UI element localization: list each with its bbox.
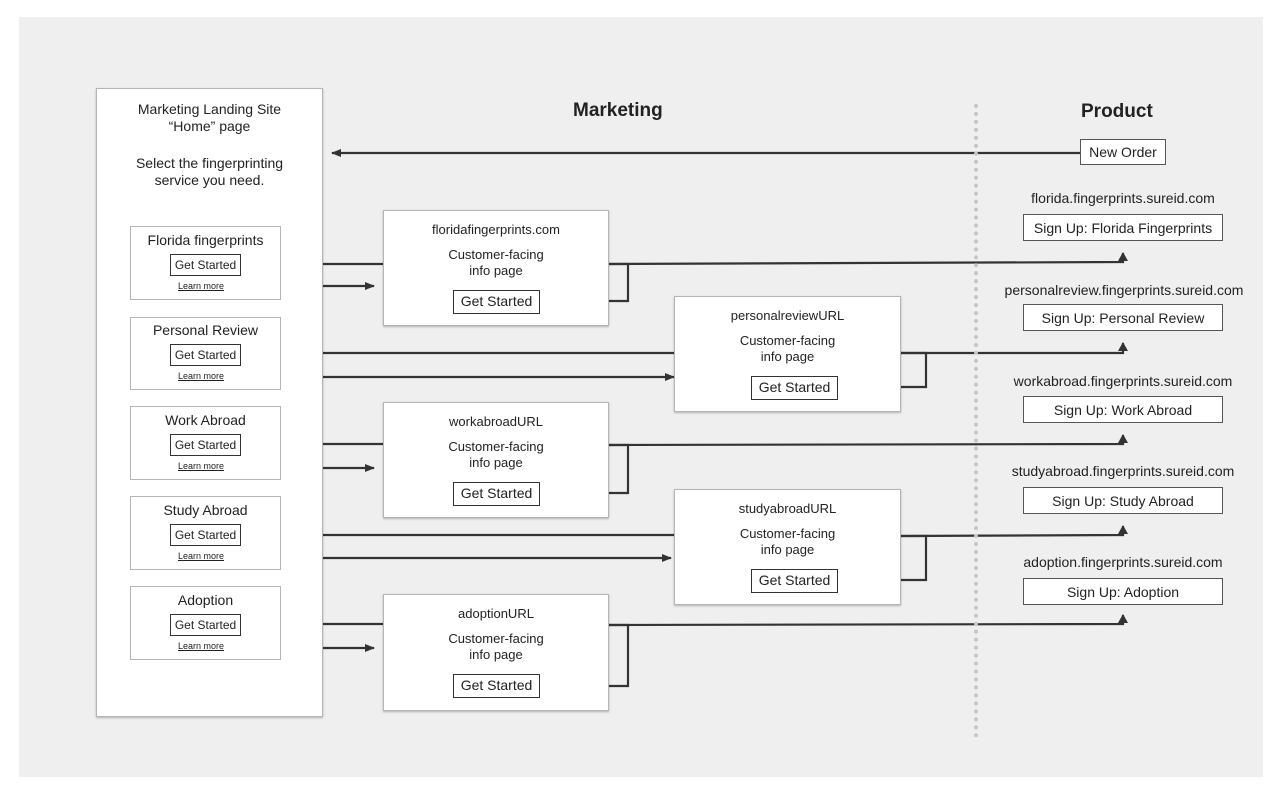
info-page-adoption: adoptionURL Customer-facing info page Ge… <box>383 594 609 711</box>
landing-title: Marketing Landing Site “Home” page <box>97 101 322 135</box>
get-started-button[interactable]: Get Started <box>453 674 540 698</box>
signup-domain-work-abroad: workabroad.fingerprints.sureid.com <box>1013 373 1233 389</box>
info-page-line1: Customer-facing <box>448 247 544 262</box>
section-divider <box>974 104 978 738</box>
service-name: Personal Review <box>152 322 259 338</box>
signup-button-study-abroad[interactable]: Sign Up: Study Abroad <box>1023 487 1223 514</box>
get-started-button[interactable]: Get Started <box>751 569 838 593</box>
info-page-description: Customer-facing info page <box>384 439 608 471</box>
get-started-button[interactable]: Get Started <box>453 290 540 314</box>
info-page-line2: info page <box>469 455 523 470</box>
new-order-button[interactable]: New Order <box>1080 139 1166 165</box>
info-page-description: Customer-facing info page <box>675 333 900 365</box>
service-card-adoption: Adoption Get Started Learn more <box>130 586 281 660</box>
info-page-description: Customer-facing info page <box>675 526 900 558</box>
signup-domain-adoption: adoption.fingerprints.sureid.com <box>1023 554 1223 570</box>
service-name: Adoption <box>177 592 234 608</box>
info-page-url: floridafingerprints.com <box>432 222 560 237</box>
marketing-heading: Marketing <box>573 100 663 121</box>
info-page-line2: info page <box>760 542 815 557</box>
service-name: Study Abroad <box>163 502 248 518</box>
get-started-button[interactable]: Get Started <box>751 376 838 400</box>
info-page-line2: info page <box>469 263 523 278</box>
service-card-florida: Florida fingerprints Get Started Learn m… <box>130 226 281 300</box>
info-page-personal-review: personalreviewURL Customer-facing info p… <box>674 296 901 412</box>
service-name: Florida fingerprints <box>147 232 264 248</box>
signup-domain-personal-review: personalreview.fingerprints.sureid.com <box>1004 282 1244 298</box>
info-page-line1: Customer-facing <box>448 631 544 646</box>
service-card-work-abroad: Work Abroad Get Started Learn more <box>130 406 281 480</box>
get-started-button[interactable]: Get Started <box>170 614 241 636</box>
signup-button-personal-review[interactable]: Sign Up: Personal Review <box>1023 304 1223 331</box>
signup-domain-florida: florida.fingerprints.sureid.com <box>1031 190 1215 206</box>
info-page-line2: info page <box>469 647 523 662</box>
info-page-florida: floridafingerprints.com Customer-facing … <box>383 210 609 326</box>
info-page-description: Customer-facing info page <box>384 631 608 663</box>
info-page-description: Customer-facing info page <box>384 247 608 279</box>
info-page-line1: Customer-facing <box>448 439 544 454</box>
get-started-button[interactable]: Get Started <box>170 344 241 366</box>
service-card-study-abroad: Study Abroad Get Started Learn more <box>130 496 281 570</box>
get-started-button[interactable]: Get Started <box>170 254 241 276</box>
get-started-button[interactable]: Get Started <box>453 482 540 506</box>
service-name: Work Abroad <box>165 412 246 428</box>
info-page-line1: Customer-facing <box>739 526 836 541</box>
learn-more-link[interactable]: Learn more <box>178 371 225 381</box>
signup-button-florida[interactable]: Sign Up: Florida Fingerprints <box>1023 214 1223 241</box>
info-page-url: workabroadURL <box>449 414 543 429</box>
get-started-button[interactable]: Get Started <box>170 434 241 456</box>
landing-title-line1: Marketing Landing Site <box>137 101 282 117</box>
landing-home-page: Marketing Landing Site “Home” page Selec… <box>96 88 323 717</box>
landing-subtitle-line1: Select the fingerprinting <box>135 155 284 171</box>
info-page-url: personalreviewURL <box>730 308 845 323</box>
learn-more-link[interactable]: Learn more <box>178 461 225 471</box>
signup-domain-study-abroad: studyabroad.fingerprints.sureid.com <box>1011 463 1235 479</box>
learn-more-link[interactable]: Learn more <box>178 641 225 651</box>
service-card-personal-review: Personal Review Get Started Learn more <box>130 317 281 390</box>
landing-title-line2: “Home” page <box>168 118 251 134</box>
landing-subtitle: Select the fingerprinting service you ne… <box>97 155 322 189</box>
learn-more-link[interactable]: Learn more <box>178 551 225 561</box>
info-page-line1: Customer-facing <box>739 333 836 348</box>
get-started-button[interactable]: Get Started <box>170 524 241 546</box>
product-heading: Product <box>1081 101 1153 122</box>
info-page-url: adoptionURL <box>458 606 534 621</box>
info-page-line2: info page <box>760 349 815 364</box>
signup-button-adoption[interactable]: Sign Up: Adoption <box>1023 578 1223 605</box>
landing-subtitle-line2: service you need. <box>154 172 265 188</box>
info-page-work-abroad: workabroadURL Customer-facing info page … <box>383 402 609 518</box>
learn-more-link[interactable]: Learn more <box>178 281 225 291</box>
info-page-url: studyabroadURL <box>738 501 837 516</box>
info-page-study-abroad: studyabroadURL Customer-facing info page… <box>674 489 901 605</box>
signup-button-work-abroad[interactable]: Sign Up: Work Abroad <box>1023 396 1223 423</box>
